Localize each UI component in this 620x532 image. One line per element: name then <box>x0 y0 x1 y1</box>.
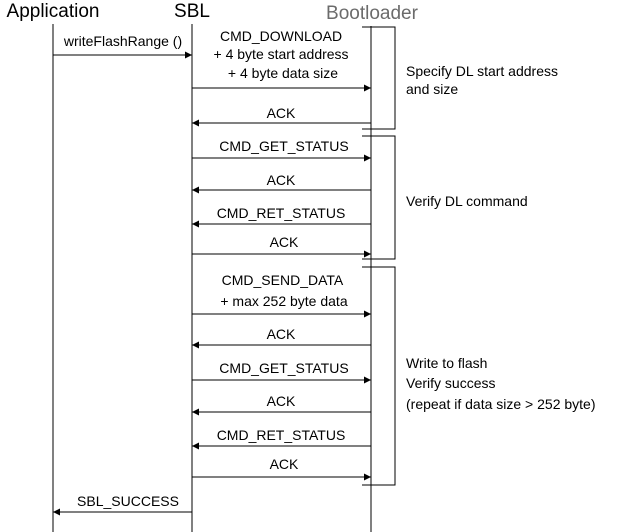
group-note-write-flash: Write to flash Verify success (repeat if… <box>406 355 596 412</box>
group-note-specify-dl: Specify DL start address and size <box>406 63 562 97</box>
message-label-cmd-send-data: CMD_SEND_DATA + max 252 byte data <box>220 272 347 309</box>
message-label-sbl-success: SBL_SUCCESS <box>77 493 179 509</box>
participant-application-label: Application <box>7 1 100 22</box>
group-bracket-specify-dl <box>362 26 396 130</box>
message-label-ack-4: ACK <box>267 326 296 342</box>
group-bracket-write-flash <box>362 266 396 486</box>
message-label-cmd-ret-status-2: CMD_RET_STATUS <box>217 427 346 443</box>
message-label-cmd-get-status-2: CMD_GET_STATUS <box>219 360 348 376</box>
message-label-cmd-ret-status-1: CMD_RET_STATUS <box>217 205 346 221</box>
message-label-cmd-download: CMD_DOWNLOAD + 4 byte start address + 4 … <box>214 28 353 81</box>
participant-sbl-label: SBL <box>174 1 210 22</box>
message-label-ack-3: ACK <box>270 234 299 250</box>
message-label-write-flash-range: writeFlashRange () <box>63 33 182 49</box>
participant-bootloader-label: Bootloader <box>326 3 419 24</box>
group-note-verify-dl: Verify DL command <box>406 193 528 209</box>
group-bracket-verify-dl <box>362 135 396 260</box>
message-label-ack-5: ACK <box>267 393 296 409</box>
message-label-ack-6: ACK <box>270 456 299 472</box>
message-label-ack-1: ACK <box>267 105 296 121</box>
message-label-cmd-get-status-1: CMD_GET_STATUS <box>219 138 348 154</box>
message-label-ack-2: ACK <box>267 172 296 188</box>
